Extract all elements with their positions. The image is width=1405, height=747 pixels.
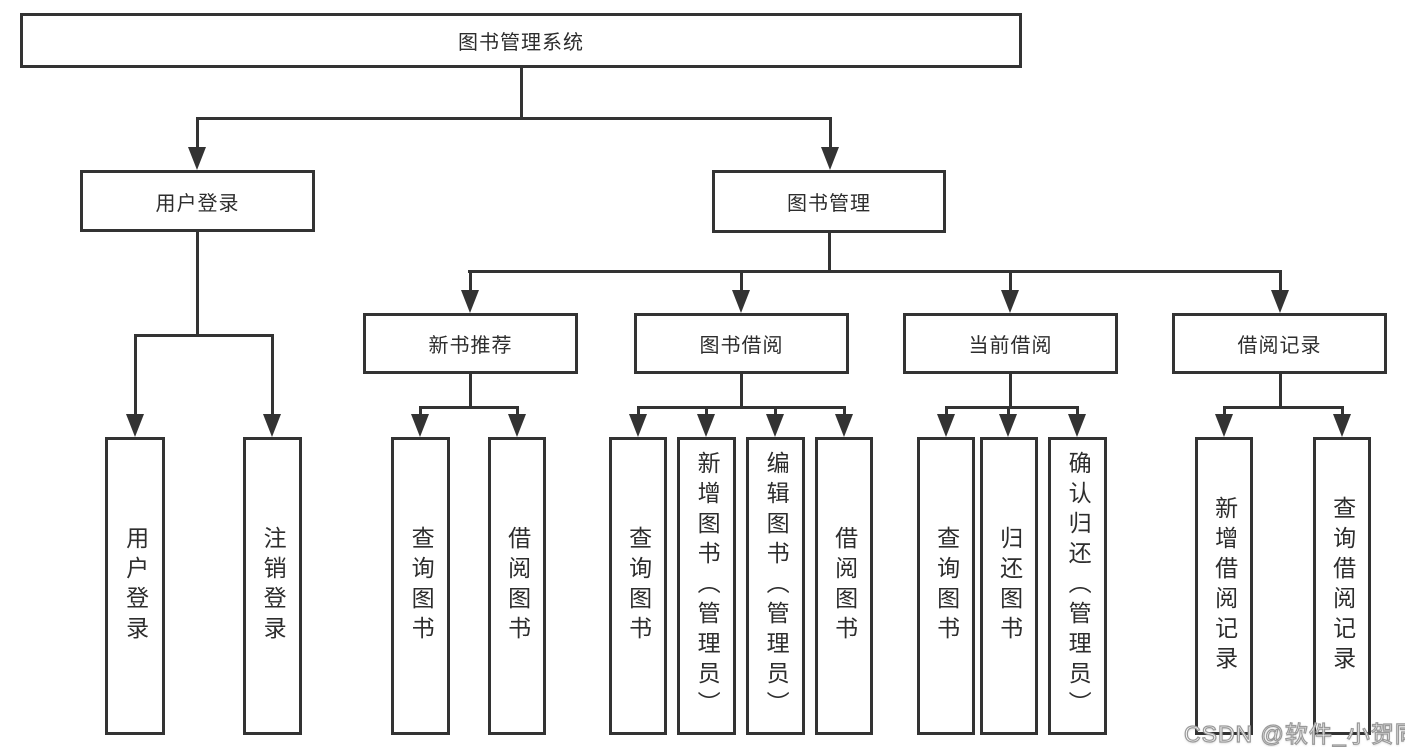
leaf-label: 归还图书 (996, 526, 1023, 646)
connector-line (1279, 373, 1282, 409)
arrow-down-icon (697, 414, 715, 437)
connector-line (1223, 406, 1344, 409)
arrow-down-icon (629, 414, 647, 437)
leaf-label: 查询图书 (933, 526, 960, 646)
leaf-return-book: 归还图书 (980, 437, 1038, 735)
leaf-recommend-query-books: 查询图书 (391, 437, 450, 735)
arrow-down-icon (411, 414, 429, 437)
leaf-label: 新增图书（管理员） (694, 451, 721, 721)
leaf-current-query-books: 查询图书 (917, 437, 975, 735)
leaf-label: 查询借阅记录 (1329, 496, 1356, 676)
connector-line (469, 270, 472, 294)
connector-line (829, 117, 832, 150)
node-label: 新书推荐 (428, 335, 513, 357)
arrow-down-icon (1001, 290, 1019, 313)
leaf-label: 确认归还（管理员） (1065, 451, 1092, 721)
arrow-down-icon (766, 414, 784, 437)
leaf-label: 查询图书 (625, 526, 652, 646)
arrow-down-icon (1271, 290, 1289, 313)
connector-line (419, 406, 422, 417)
node-label: 图书管理 (787, 193, 871, 215)
connector-line (1007, 406, 1010, 417)
connector-line (1223, 406, 1226, 417)
leaf-logout: 注销登录 (243, 437, 302, 735)
connector-line (637, 406, 846, 409)
connector-line (419, 406, 519, 409)
arrow-down-icon (126, 414, 144, 437)
connector-line (945, 406, 948, 417)
node-label: 图书管理系统 (458, 32, 584, 54)
leaf-label: 查询图书 (408, 526, 435, 646)
leaf-label: 注销登录 (260, 526, 287, 646)
node-book-borrow: 图书借阅 (634, 313, 849, 374)
arrow-down-icon (999, 414, 1017, 437)
connector-line (134, 334, 274, 337)
connector-line (468, 270, 1282, 273)
leaf-label: 新增借阅记录 (1211, 496, 1238, 676)
connector-line (134, 334, 137, 416)
node-label: 用户登录 (155, 192, 240, 215)
node-user-login: 用户登录 (80, 170, 315, 232)
leaf-edit-book-admin: 编辑图书（管理员） (746, 437, 805, 735)
connector-line (945, 406, 1079, 409)
connector-line (469, 373, 472, 409)
leaf-label: 编辑图书（管理员） (763, 451, 790, 721)
leaf-user-login: 用户登录 (105, 437, 165, 735)
leaf-query-borrow-record: 查询借阅记录 (1313, 437, 1371, 735)
node-label: 图书借阅 (699, 335, 784, 357)
connector-line (1009, 373, 1012, 409)
connector-line (271, 334, 274, 416)
connector-line (740, 373, 743, 409)
arrow-down-icon (263, 414, 281, 437)
connector-line (740, 270, 743, 294)
node-current-borrow: 当前借阅 (903, 313, 1118, 374)
node-new-book-recommend: 新书推荐 (363, 313, 578, 374)
arrow-down-icon (1333, 414, 1351, 437)
connector-line (1009, 270, 1012, 294)
arrow-down-icon (1215, 414, 1233, 437)
connector-line (1279, 270, 1282, 294)
leaf-label: 用户登录 (122, 526, 149, 646)
arrow-down-icon (937, 414, 955, 437)
leaf-add-borrow-record: 新增借阅记录 (1195, 437, 1253, 735)
leaf-confirm-return-admin: 确认归还（管理员） (1048, 437, 1107, 735)
node-label: 当前借阅 (968, 335, 1053, 357)
leaf-borrow-query-books: 查询图书 (609, 437, 667, 735)
connector-line (637, 406, 640, 417)
connector-line (828, 233, 831, 273)
connector-line (196, 117, 832, 120)
leaf-label: 借阅图书 (504, 526, 531, 646)
leaf-borrow-borrow-books: 借阅图书 (815, 437, 873, 735)
leaf-add-book-admin: 新增图书（管理员） (677, 437, 736, 735)
node-library-management-system: 图书管理系统 (20, 13, 1022, 68)
leaf-label: 借阅图书 (831, 526, 858, 646)
connector-line (774, 406, 777, 417)
connector-line (705, 406, 708, 417)
connector-line (196, 232, 199, 337)
node-label: 借阅记录 (1237, 335, 1322, 357)
connector-line (1341, 406, 1344, 417)
arrow-down-icon (508, 414, 526, 437)
leaf-recommend-borrow-books: 借阅图书 (488, 437, 546, 735)
connector-line (516, 406, 519, 417)
connector-line (196, 117, 199, 150)
arrow-down-icon (188, 147, 206, 170)
node-borrow-records: 借阅记录 (1172, 313, 1387, 374)
arrow-down-icon (461, 290, 479, 313)
connector-line (1076, 406, 1079, 417)
arrow-down-icon (1068, 414, 1086, 437)
arrow-down-icon (835, 414, 853, 437)
node-book-management: 图书管理 (712, 170, 946, 233)
arrow-down-icon (732, 290, 750, 313)
connector-line (843, 406, 846, 417)
arrow-down-icon (821, 147, 839, 170)
connector-line (520, 68, 523, 120)
watermark: CSDN @软件_小贺同学 (1183, 720, 1405, 747)
